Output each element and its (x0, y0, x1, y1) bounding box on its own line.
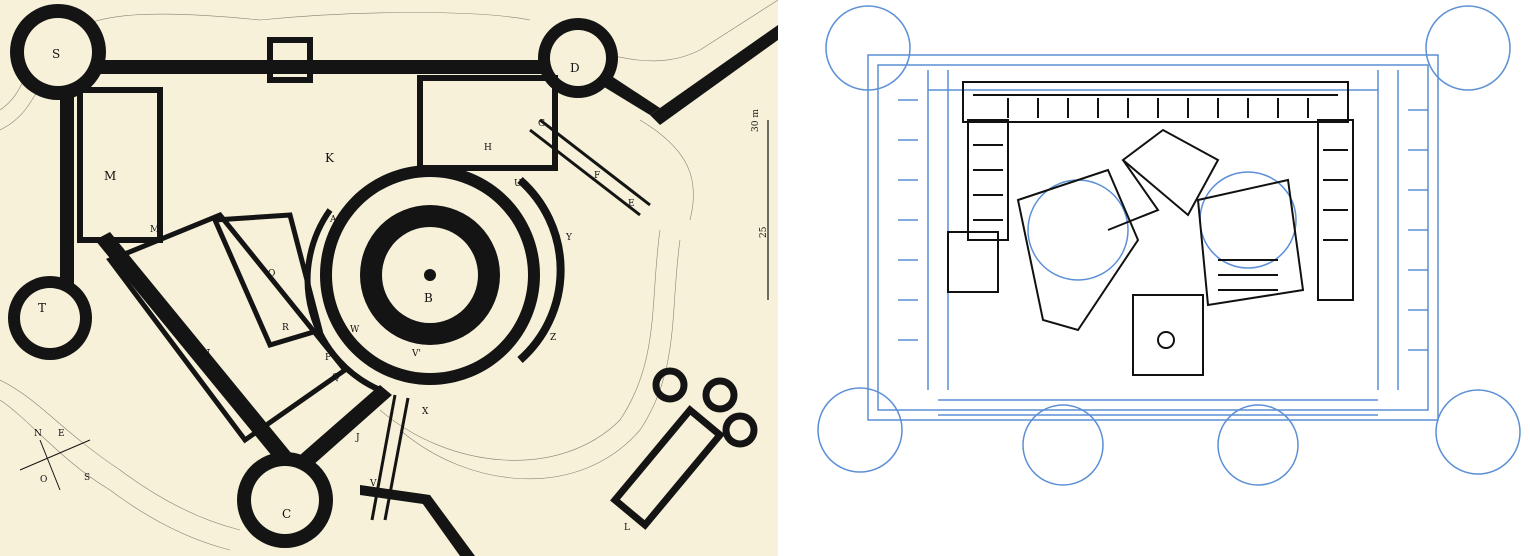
blue-tower-s2 (1217, 404, 1299, 486)
scale-label-25: 25 (759, 226, 769, 238)
central-keep (304, 165, 565, 393)
label-a: A (329, 215, 337, 225)
label-h: H (484, 143, 492, 153)
chapel-plan (610, 367, 758, 530)
label-u: U (514, 179, 522, 189)
new-building (947, 81, 1354, 376)
label-s: S (52, 47, 60, 61)
label-n: N (200, 347, 211, 361)
label-p: P (325, 353, 331, 363)
overlay-plan-drawing (817, 5, 1521, 486)
label-c: C (282, 507, 291, 521)
label-l: L (624, 523, 630, 533)
label-f: F (594, 171, 600, 181)
historic-plan-drawing: 30 m 25 N E O S S D T C B K M M' (0, 0, 778, 556)
label-v-prime: V' (411, 349, 421, 359)
label-m: M (104, 169, 116, 183)
vaulted-hall (106, 211, 349, 444)
label-m-prime: M' (150, 225, 162, 235)
compass: N E O S (19, 429, 91, 491)
label-o: O (268, 269, 275, 279)
label-j: J (355, 433, 360, 443)
label-w: W (350, 325, 360, 335)
label-x: X (422, 407, 429, 417)
modern-overlay-plan (778, 0, 1530, 556)
label-q: Q (332, 373, 339, 383)
label-g: G (538, 119, 545, 129)
label-y: Y (565, 233, 573, 243)
blue-tower-se (1435, 389, 1521, 475)
blue-tower-nw (825, 5, 911, 91)
label-b: B (424, 291, 433, 305)
label-k: K (325, 151, 335, 165)
scale-label-30: 30 m (751, 109, 761, 132)
compass-o: O (40, 475, 47, 485)
historic-castle-plan: 30 m 25 N E O S S D T C B K M M' (0, 0, 778, 556)
label-t: T (38, 301, 46, 315)
label-d: D (570, 61, 580, 75)
label-v: V (369, 479, 377, 489)
label-e: E (628, 199, 635, 209)
blue-tower-s1 (1022, 404, 1104, 486)
label-r: R (282, 323, 289, 333)
compass-s: S (84, 473, 90, 483)
label-z: Z (550, 333, 556, 343)
blue-tower-sw (817, 387, 903, 473)
entrance-bridge (370, 118, 651, 521)
compass-e: E (58, 429, 65, 439)
compass-n: N (34, 429, 42, 439)
north-range (77, 37, 558, 243)
scale-bar: 30 m 25 (751, 109, 769, 300)
room-labels: S D T C B K M M' N O R P Q J V' Y Z L H … (38, 47, 635, 533)
existing-building-outline (817, 5, 1521, 486)
blue-tower-ne (1425, 5, 1511, 91)
